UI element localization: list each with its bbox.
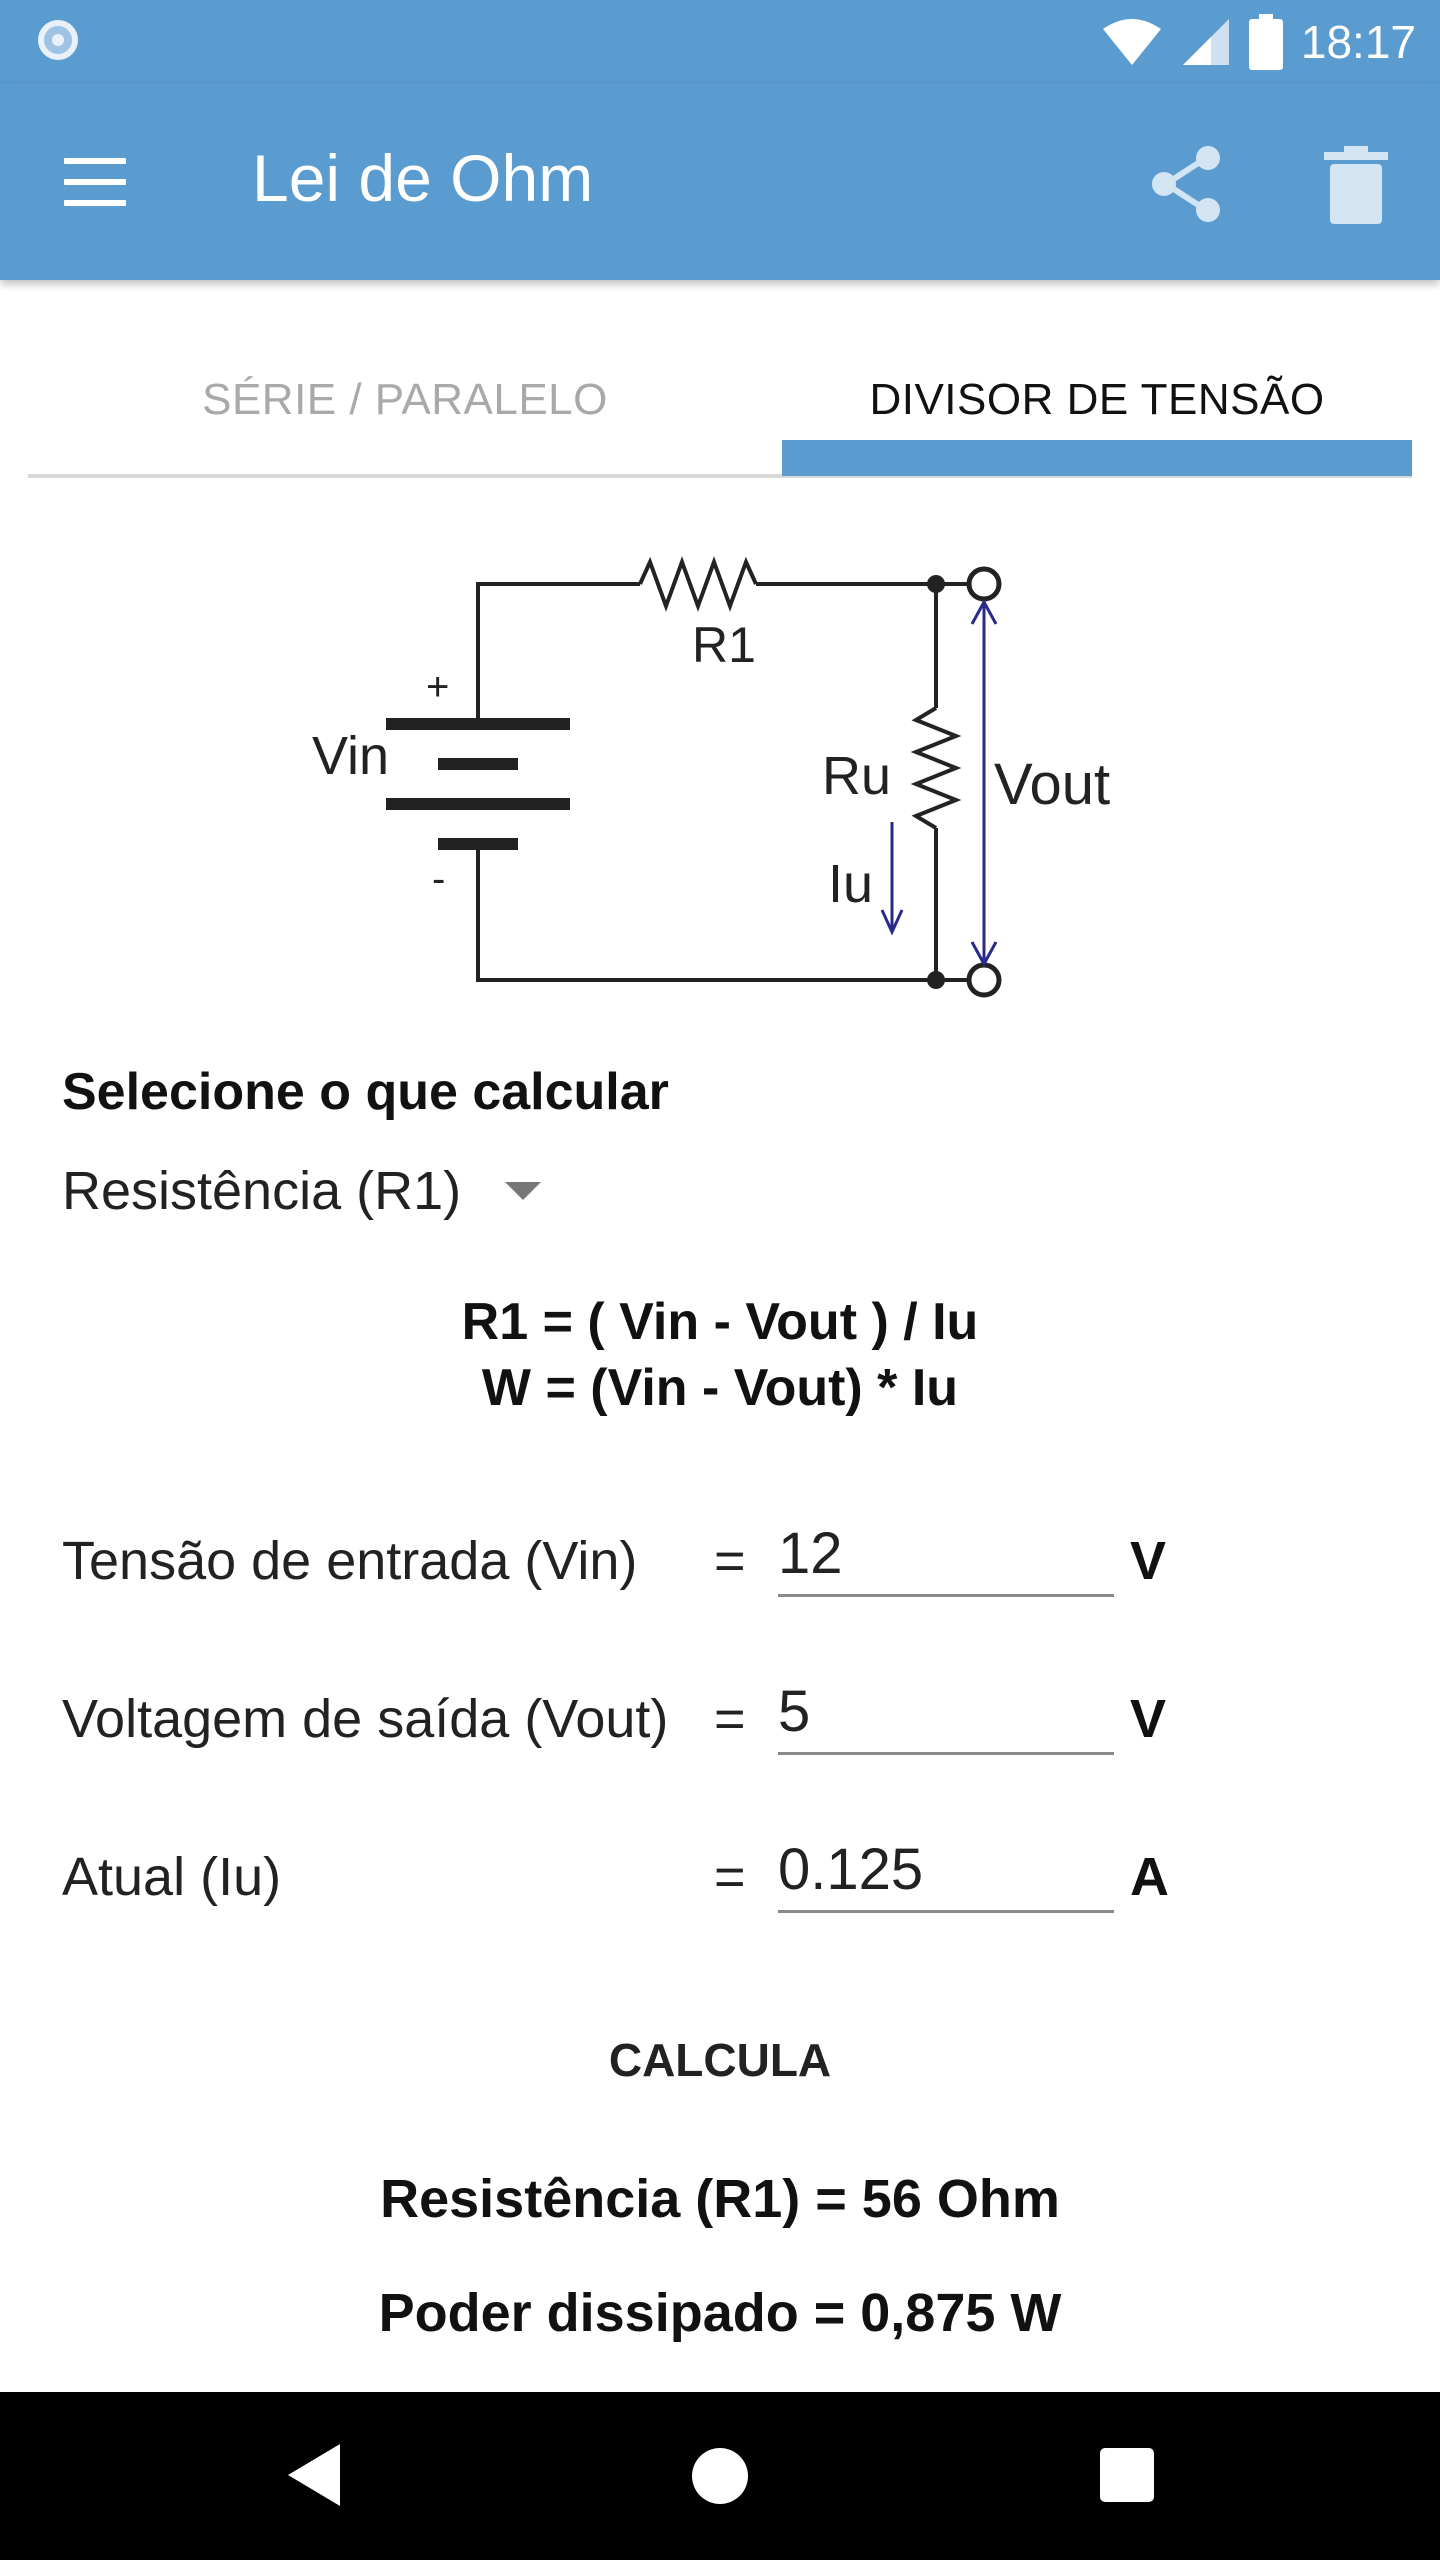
iu-input[interactable] <box>778 1828 1114 1913</box>
label-vout: Vout <box>994 752 1110 817</box>
battery-plate-2 <box>438 758 518 770</box>
iu-equals: = <box>714 1847 746 1907</box>
navigation-bar <box>0 2392 1440 2560</box>
vout-input[interactable] <box>778 1670 1114 1755</box>
voltage-divider-circuit: R1 Vin + - Ru Iu Vout <box>312 556 1110 998</box>
resistor-ru <box>910 706 962 830</box>
tab-selected-indicator <box>782 440 1412 476</box>
tab-divider <box>28 474 1412 478</box>
calculation-select[interactable]: Resistência (R1) <box>62 1160 542 1222</box>
recent-apps-icon[interactable] <box>1100 2448 1154 2502</box>
vin-equals: = <box>714 1531 746 1591</box>
vin-label: Tensão de entrada (Vin) <box>62 1531 638 1591</box>
notification-icon <box>38 20 78 60</box>
result-resistance: Resistência (R1) = 56 Ohm <box>380 2169 1060 2229</box>
battery-icon <box>1248 14 1283 70</box>
wire-top-left <box>476 582 640 700</box>
tab-divisor-de-tensao[interactable]: DIVISOR DE TENSÃO <box>869 375 1325 424</box>
vout-equals: = <box>714 1689 746 1749</box>
battery-plate-4 <box>438 838 518 850</box>
terminal-top <box>966 566 1002 602</box>
selected-option: Resistência (R1) <box>62 1161 462 1221</box>
menu-icon[interactable] <box>60 156 132 208</box>
label-plus: + <box>426 665 449 709</box>
battery-plate-3 <box>386 798 570 810</box>
resistor-r1 <box>638 556 758 612</box>
label-iu: Iu <box>828 854 873 914</box>
dropdown-arrow-icon <box>505 1182 542 1200</box>
calculate-button[interactable]: CALCULA <box>608 2034 832 2086</box>
node-bottom <box>927 971 945 989</box>
formula-w: W = (Vin - Vout) * Iu <box>481 1359 959 1417</box>
terminal-bottom <box>966 962 1002 998</box>
vout-unit: V <box>1130 1689 1167 1749</box>
node-top <box>927 575 945 593</box>
status-time: 18:17 <box>1300 16 1416 68</box>
iu-unit: A <box>1130 1847 1169 1907</box>
cell-signal-icon <box>1182 19 1229 65</box>
select-label: Selecione o que calcular <box>62 1063 669 1121</box>
app-bar: Lei de Ohm <box>0 84 1440 280</box>
trash-icon[interactable] <box>1322 146 1390 224</box>
vin-unit: V <box>1130 1531 1167 1591</box>
result-power: Poder dissipado = 0,875 W <box>378 2283 1062 2343</box>
vout-label: Voltagem de saída (Vout) <box>62 1689 669 1749</box>
status-indicators: 18:17 <box>1101 0 1416 84</box>
label-r1: R1 <box>692 617 756 673</box>
tab-bar: SÉRIE / PARALELO DIVISOR DE TENSÃO <box>28 330 1412 478</box>
vin-input[interactable] <box>778 1512 1114 1597</box>
home-icon[interactable] <box>692 2448 748 2504</box>
label-minus: - <box>432 857 445 901</box>
tab-serie-paralelo[interactable]: SÉRIE / PARALELO <box>202 375 608 424</box>
iu-label: Atual (Iu) <box>62 1847 282 1907</box>
wire-bottom <box>476 882 980 982</box>
page-title: Lei de Ohm <box>252 141 594 215</box>
label-ru: Ru <box>822 746 891 806</box>
back-icon[interactable] <box>288 2444 340 2506</box>
status-bar: 18:17 <box>0 0 1440 84</box>
formula-r1: R1 = ( Vin - Vout ) / Iu <box>461 1293 979 1351</box>
wifi-icon <box>1102 19 1161 65</box>
label-vin: Vin <box>312 726 389 786</box>
battery-plate-1 <box>386 718 570 730</box>
share-icon[interactable] <box>1148 144 1228 224</box>
